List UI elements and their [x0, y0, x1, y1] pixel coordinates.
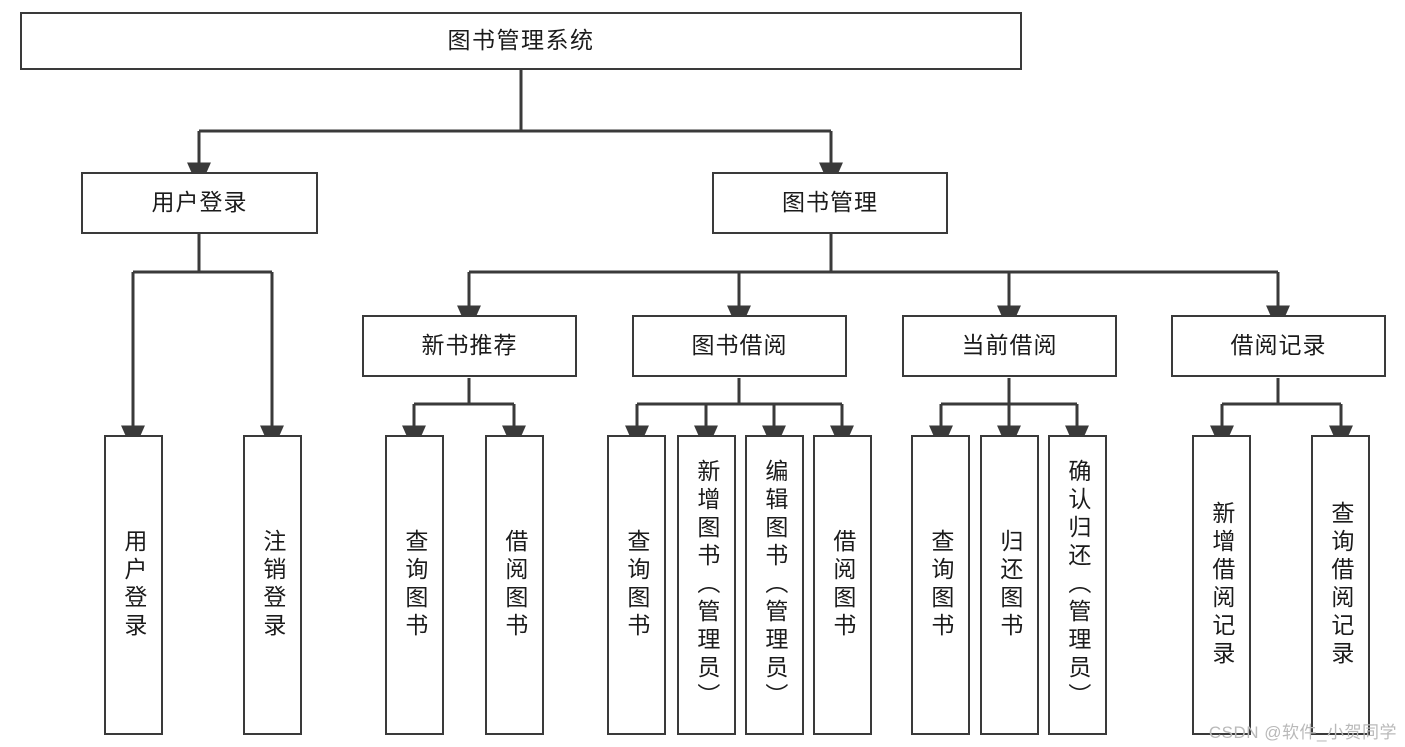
- node-current-borrow[interactable]: 当前借阅: [902, 315, 1117, 377]
- leaf-user-login-label: 用户登录: [120, 529, 147, 641]
- node-book-borrow-label: 图书借阅: [691, 332, 788, 359]
- node-book-manage[interactable]: 图书管理: [712, 172, 948, 234]
- leaf-rec-borrow[interactable]: 借阅图书: [485, 435, 544, 735]
- leaf-borrow-query[interactable]: 查询图书: [607, 435, 666, 735]
- leaf-user-login[interactable]: 用户登录: [104, 435, 163, 735]
- leaf-rec-borrow-label: 借阅图书: [501, 529, 528, 641]
- leaf-rec-add[interactable]: 新增借阅记录: [1192, 435, 1251, 735]
- leaf-borrow-add[interactable]: 新增图书（管理员）: [677, 435, 736, 735]
- node-root-label: 图书管理系统: [447, 27, 595, 54]
- leaf-rec-search[interactable]: 查询借阅记录: [1311, 435, 1370, 735]
- node-book-manage-label: 图书管理: [782, 189, 878, 216]
- leaf-logout[interactable]: 注销登录: [243, 435, 302, 735]
- leaf-rec-search-label: 查询借阅记录: [1327, 501, 1354, 669]
- leaf-borrow-edit[interactable]: 编辑图书（管理员）: [745, 435, 804, 735]
- node-current-borrow-label: 当前借阅: [961, 332, 1058, 359]
- node-user-login-label: 用户登录: [151, 189, 248, 216]
- leaf-rec-query[interactable]: 查询图书: [385, 435, 444, 735]
- leaf-borrow-add-label: 新增图书（管理员）: [693, 459, 720, 711]
- node-new-book-rec[interactable]: 新书推荐: [362, 315, 577, 377]
- leaf-borrow-take-label: 借阅图书: [829, 529, 856, 641]
- leaf-cur-query[interactable]: 查询图书: [911, 435, 970, 735]
- leaf-logout-label: 注销登录: [259, 529, 286, 641]
- node-new-book-rec-label: 新书推荐: [421, 332, 518, 359]
- leaf-rec-query-label: 查询图书: [401, 529, 428, 641]
- node-borrow-record-label: 借阅记录: [1230, 332, 1327, 359]
- leaf-rec-add-label: 新增借阅记录: [1208, 501, 1235, 669]
- leaf-cur-confirm[interactable]: 确认归还（管理员）: [1048, 435, 1107, 735]
- leaf-cur-return-label: 归还图书: [996, 529, 1023, 641]
- node-user-login[interactable]: 用户登录: [81, 172, 318, 234]
- node-root[interactable]: 图书管理系统: [20, 12, 1022, 70]
- leaf-cur-return[interactable]: 归还图书: [980, 435, 1039, 735]
- leaf-borrow-query-label: 查询图书: [623, 529, 650, 641]
- node-book-borrow[interactable]: 图书借阅: [632, 315, 847, 377]
- leaf-cur-query-label: 查询图书: [927, 529, 954, 641]
- leaf-borrow-edit-label: 编辑图书（管理员）: [761, 459, 788, 711]
- node-borrow-record[interactable]: 借阅记录: [1171, 315, 1386, 377]
- leaf-borrow-take[interactable]: 借阅图书: [813, 435, 872, 735]
- leaf-cur-confirm-label: 确认归还（管理员）: [1064, 459, 1091, 711]
